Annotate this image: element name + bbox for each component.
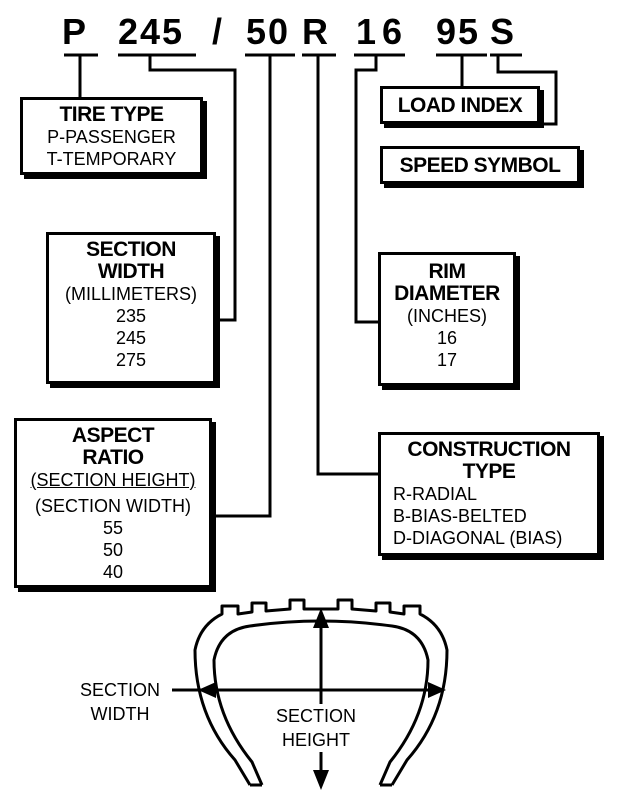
rim-diameter-title: DIAMETER	[394, 282, 500, 305]
code-load-index: 95	[436, 11, 481, 52]
speed-symbol-box: SPEED SYMBOL	[380, 146, 580, 184]
section-width-label-line: WIDTH	[90, 704, 150, 724]
tire-type-item: T-TEMPORARY	[46, 149, 177, 169]
section-height-label: SECTION HEIGHT	[256, 704, 376, 752]
aspect-ratio-value: 40	[102, 562, 124, 582]
aspect-ratio-numerator: (SECTION HEIGHT)	[30, 470, 196, 490]
tire-type-item: P-PASSENGER	[47, 127, 176, 147]
dimension-arrows	[198, 608, 446, 790]
load-index-box: LOAD INDEX	[380, 86, 540, 124]
aspect-ratio-title: RATIO	[82, 446, 144, 469]
rim-diameter-box: RIM DIAMETER (INCHES) 16 17	[378, 252, 516, 386]
construction-type-item: R-RADIAL	[393, 484, 478, 504]
code-aspect-ratio: 50	[246, 11, 291, 52]
section-height-label-line: HEIGHT	[256, 728, 376, 752]
tire-type-box: TIRE TYPE P-PASSENGER T-TEMPORARY	[20, 97, 203, 175]
section-width-value: 245	[115, 328, 147, 348]
section-width-label-line: SECTION	[79, 680, 160, 700]
aspect-ratio-box: ASPECT RATIO (SECTION HEIGHT) (SECTION W…	[14, 418, 212, 588]
construction-type-title: CONSTRUCTION	[407, 438, 571, 461]
section-width-title: WIDTH	[97, 260, 165, 283]
aspect-ratio-denominator: (SECTION WIDTH)	[35, 496, 191, 516]
section-width-title: SECTION	[86, 238, 176, 261]
section-width-value: 235	[115, 306, 147, 326]
aspect-ratio-value: 55	[102, 518, 124, 538]
construction-type-box: CONSTRUCTION TYPE R-RADIAL B-BIAS-BELTED…	[378, 432, 600, 556]
load-index-title: LOAD INDEX	[397, 94, 523, 117]
construction-type-title: TYPE	[462, 460, 516, 483]
section-width-box: SECTION WIDTH (MILLIMETERS) 235 245 275	[46, 232, 216, 384]
section-width-label: SECTION WIDTH	[60, 678, 180, 726]
speed-symbol-title: SPEED SYMBOL	[399, 154, 561, 177]
construction-type-item: D-DIAGONAL (BIAS)	[393, 528, 563, 548]
section-width-unit: (MILLIMETERS)	[64, 284, 197, 304]
code-section-width: 245	[118, 11, 185, 52]
code-slash: /	[212, 11, 223, 52]
rim-diameter-title: RIM	[428, 260, 467, 283]
code-construction: R	[302, 11, 328, 52]
construction-type-item: B-BIAS-BELTED	[393, 506, 527, 526]
section-height-label-line: SECTION	[256, 704, 376, 728]
rim-diameter-value: 16	[436, 328, 458, 348]
code-tire-type: P	[62, 11, 87, 52]
aspect-ratio-value: 50	[102, 540, 124, 560]
code-speed-symbol: S	[490, 11, 515, 52]
rim-diameter-unit: (INCHES)	[407, 306, 487, 326]
aspect-ratio-title: ASPECT	[71, 424, 155, 447]
rim-diameter-value: 17	[436, 350, 458, 370]
section-width-value: 275	[115, 350, 147, 370]
code-rim-diameter: 16	[356, 11, 409, 52]
tire-type-title: TIRE TYPE	[59, 103, 164, 126]
